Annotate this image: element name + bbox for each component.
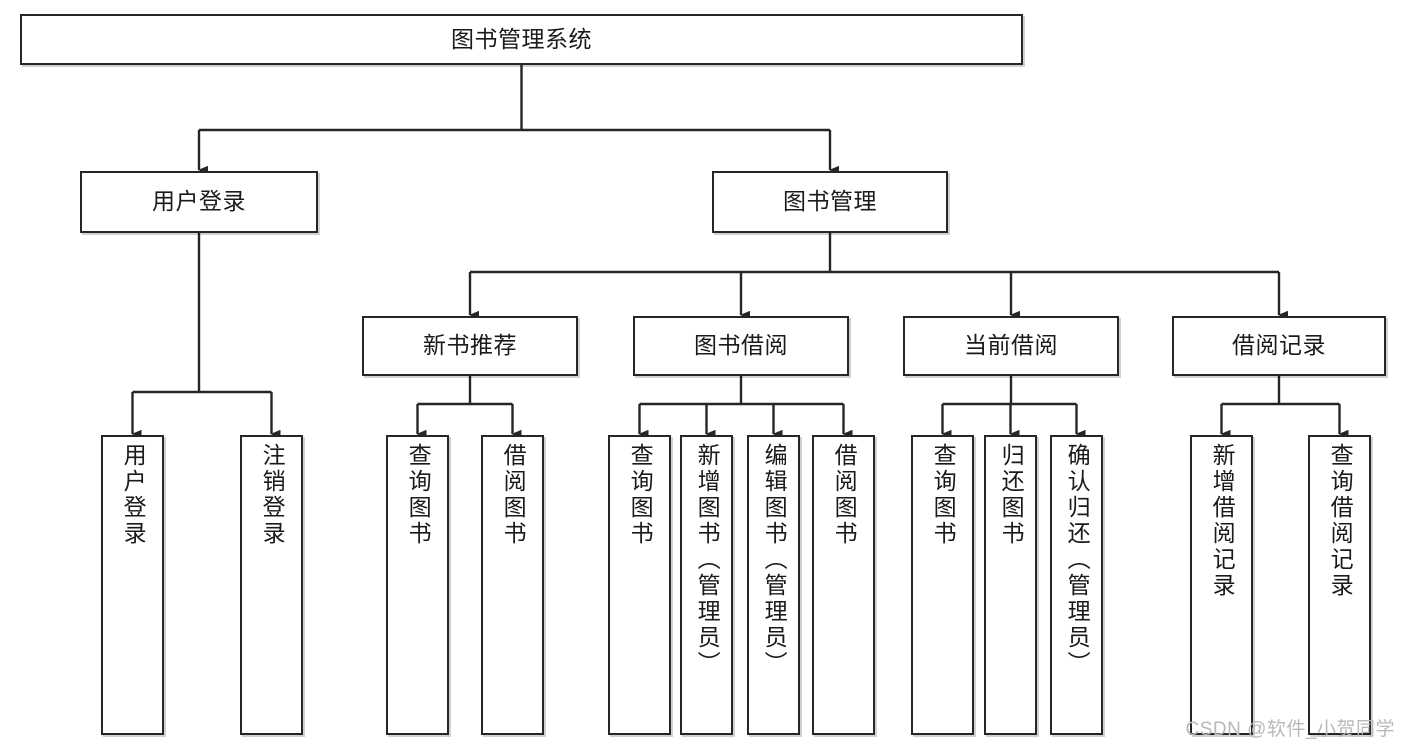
node-borrow-record[interactable]: 借阅记录	[1172, 316, 1386, 376]
node-label: 图书管理	[783, 188, 877, 215]
node-user-login[interactable]: 用户登录	[80, 171, 318, 233]
node-label: 归还图书	[998, 443, 1025, 547]
node-label: 查询借阅记录	[1327, 443, 1354, 599]
node-root[interactable]: 图书管理系统	[20, 14, 1023, 65]
node-label: 借阅图书	[831, 443, 858, 547]
node-label: 确认归还（管理员）	[1064, 443, 1091, 677]
node-leaf-borrow-book-2[interactable]: 借阅图书	[812, 435, 875, 735]
node-leaf-confirm-return[interactable]: 确认归还（管理员）	[1050, 435, 1103, 735]
node-label: 新书推荐	[423, 332, 517, 359]
node-leaf-query-book-1[interactable]: 查询图书	[386, 435, 449, 735]
node-label: 图书借阅	[694, 332, 788, 359]
node-label: 借阅记录	[1232, 332, 1326, 359]
node-label: 查询图书	[627, 443, 654, 547]
node-label: 编辑图书（管理员）	[761, 443, 788, 677]
node-leaf-borrow-book-1[interactable]: 借阅图书	[481, 435, 544, 735]
node-label: 当前借阅	[964, 332, 1058, 359]
node-leaf-return-book[interactable]: 归还图书	[984, 435, 1037, 735]
node-label: 新增图书（管理员）	[694, 443, 721, 677]
node-label: 图书管理系统	[451, 25, 592, 52]
node-leaf-query-book-2[interactable]: 查询图书	[608, 435, 671, 735]
node-leaf-user-logout[interactable]: 注销登录	[240, 435, 303, 735]
node-label: 注销登录	[259, 443, 286, 547]
node-book-manage[interactable]: 图书管理	[712, 171, 948, 233]
node-book-borrow[interactable]: 图书借阅	[633, 316, 849, 376]
node-new-book-rec[interactable]: 新书推荐	[362, 316, 578, 376]
node-label: 用户登录	[152, 188, 246, 215]
node-label: 查询图书	[405, 443, 432, 547]
node-label: 新增借阅记录	[1209, 443, 1236, 599]
node-leaf-edit-book[interactable]: 编辑图书（管理员）	[747, 435, 800, 735]
node-leaf-query-book-3[interactable]: 查询图书	[911, 435, 974, 735]
node-leaf-query-record[interactable]: 查询借阅记录	[1308, 435, 1371, 735]
node-leaf-add-book[interactable]: 新增图书（管理员）	[680, 435, 733, 735]
edge-paths	[131, 65, 1349, 439]
node-leaf-user-login[interactable]: 用户登录	[101, 435, 164, 735]
node-current-borrow[interactable]: 当前借阅	[903, 316, 1119, 376]
node-leaf-add-record[interactable]: 新增借阅记录	[1190, 435, 1253, 735]
node-label: 查询图书	[930, 443, 957, 547]
node-label: 用户登录	[120, 443, 147, 547]
node-label: 借阅图书	[500, 443, 527, 547]
